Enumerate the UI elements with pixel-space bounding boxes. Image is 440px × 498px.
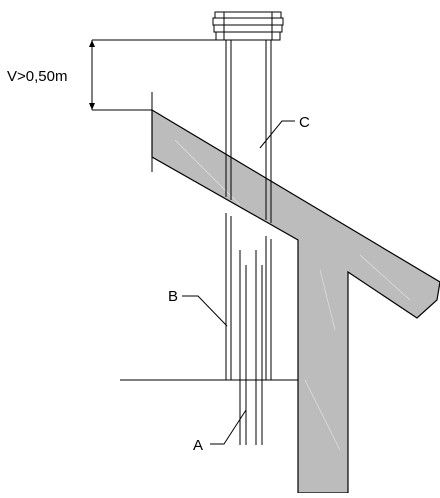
section-hatching	[174, 139, 411, 451]
label-b: B	[168, 288, 178, 305]
leader-c	[259, 120, 295, 149]
chimney-cap	[212, 11, 284, 41]
label-c: C	[299, 114, 310, 131]
label-a: A	[193, 437, 203, 454]
inner-liner	[239, 250, 263, 445]
height-dimension	[89, 39, 224, 111]
dimension-label: V>0,50m	[7, 68, 67, 85]
leader-b	[182, 295, 228, 327]
chimney-pipe	[225, 40, 272, 380]
roof-wall-section	[151, 108, 440, 494]
leader-a	[210, 409, 247, 445]
